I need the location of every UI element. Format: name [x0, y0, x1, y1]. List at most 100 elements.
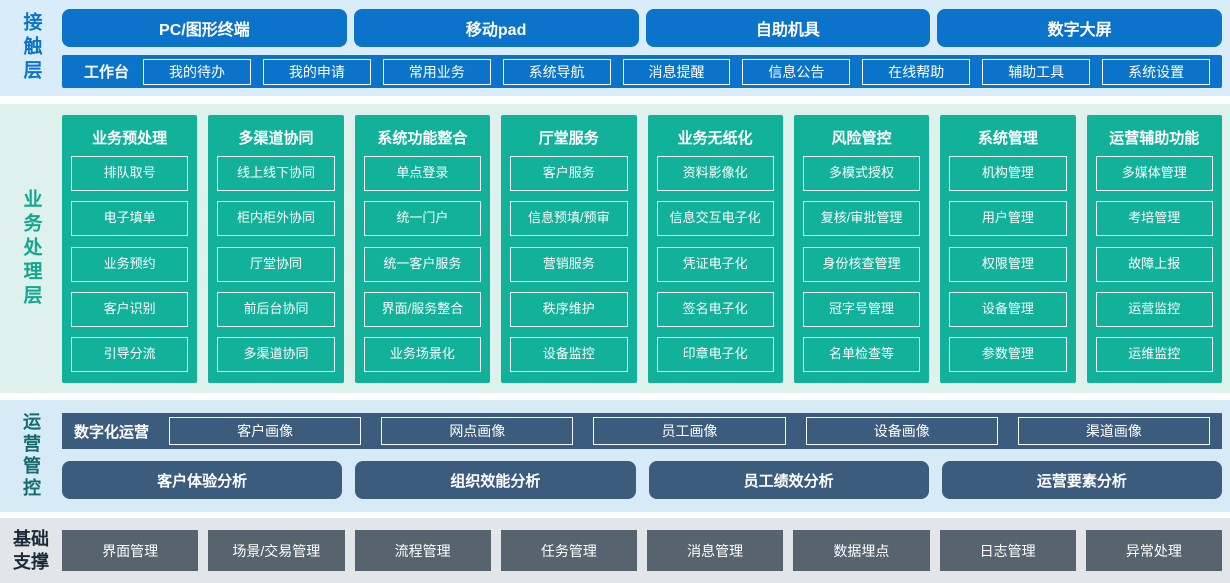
analysis-row: 客户体验分析 组织效能分析 员工绩效分析 运营要素分析: [62, 461, 1222, 499]
operations-layer-label: 运营管控: [21, 412, 41, 500]
workbench-item[interactable]: 辅助工具: [982, 58, 1091, 85]
foundation-button[interactable]: 日志管理: [939, 530, 1076, 571]
business-item[interactable]: 机构管理: [949, 156, 1067, 191]
business-item[interactable]: 资料影像化: [656, 156, 774, 191]
business-item[interactable]: 引导分流: [71, 337, 189, 372]
business-item[interactable]: 权限管理: [949, 246, 1067, 282]
business-item[interactable]: 印章电子化: [656, 337, 774, 372]
business-item[interactable]: 客户服务: [510, 156, 628, 191]
workbench-item[interactable]: 消息提醒: [622, 58, 731, 85]
analysis-button[interactable]: 客户体验分析: [62, 461, 343, 499]
workbench-item[interactable]: 系统设置: [1102, 58, 1211, 85]
terminal-button[interactable]: 数字大屏: [937, 9, 1222, 47]
workbench-item[interactable]: 在线帮助: [862, 58, 971, 85]
foundation-row: 界面管理 场景/交易管理 流程管理 任务管理 消息管理 数据埋点 日志管理 异常…: [62, 530, 1222, 571]
business-item[interactable]: 客户识别: [71, 291, 189, 327]
business-item[interactable]: 界面/服务整合: [363, 291, 482, 327]
workbench-item[interactable]: 信息公告: [742, 58, 851, 85]
operations-control-layer: 运营管控 数字化运营 客户画像 网点画像 员工画像 设备画像 渠道画像: [0, 400, 1230, 512]
business-column-title: 业务无纸化: [677, 130, 753, 147]
business-item[interactable]: 名单检查等: [802, 337, 921, 372]
business-item[interactable]: 冠字号管理: [802, 291, 921, 327]
foundation-support-layer: 基础支撑 界面管理 场景/交易管理 流程管理 任务管理 消息管理 数据埋点 日志…: [0, 518, 1230, 583]
business-item[interactable]: 单点登录: [363, 156, 482, 191]
foundation-button[interactable]: 界面管理: [62, 530, 199, 571]
digital-operations-bar: 数字化运营 客户画像 网点画像 员工画像 设备画像 渠道画像: [62, 413, 1222, 449]
contact-layer-label-column: 接触层: [0, 0, 62, 96]
workbench-item[interactable]: 系统导航: [502, 58, 611, 85]
business-column-items: 机构管理 用户管理 权限管理 设备管理 参数管理: [949, 156, 1067, 372]
business-item[interactable]: 秩序维护: [510, 291, 628, 327]
business-item[interactable]: 业务场景化: [363, 337, 482, 372]
terminal-button[interactable]: 自助机具: [645, 9, 931, 47]
business-column: 系统管理 机构管理 用户管理 权限管理 设备管理 参数管理: [940, 115, 1076, 383]
foundation-layer-content: 界面管理 场景/交易管理 流程管理 任务管理 消息管理 数据埋点 日志管理 异常…: [62, 518, 1230, 583]
foundation-button[interactable]: 场景/交易管理: [208, 530, 345, 571]
portrait-item[interactable]: 客户画像: [169, 417, 362, 445]
workbench-item[interactable]: 我的待办: [143, 58, 251, 85]
business-column-title: 系统功能整合: [377, 130, 468, 147]
business-item[interactable]: 前后台协同: [217, 291, 335, 327]
portrait-item[interactable]: 设备画像: [805, 417, 998, 445]
business-column-items: 单点登录 统一门户 统一客户服务 界面/服务整合 业务场景化: [363, 156, 482, 372]
foundation-button[interactable]: 异常处理: [1085, 530, 1222, 571]
business-item[interactable]: 故障上报: [1095, 246, 1213, 282]
business-item[interactable]: 参数管理: [949, 337, 1067, 372]
business-column: 业务无纸化 资料影像化 信息交互电子化 凭证电子化 签名电子化 印章电子化: [647, 115, 783, 383]
analysis-button[interactable]: 员工绩效分析: [648, 461, 929, 499]
section-divider: [0, 96, 1230, 104]
business-item[interactable]: 用户管理: [949, 201, 1067, 237]
business-item[interactable]: 营销服务: [510, 246, 628, 282]
business-item[interactable]: 设备管理: [949, 291, 1067, 327]
business-column: 厅堂服务 客户服务 信息预填/预审 营销服务 秩序维护 设备监控: [501, 115, 637, 383]
foundation-button[interactable]: 消息管理: [647, 530, 784, 571]
contact-layer-label: 接触层: [20, 12, 42, 84]
foundation-button[interactable]: 流程管理: [354, 530, 491, 571]
workbench-title: 工作台: [84, 64, 130, 81]
business-item[interactable]: 凭证电子化: [656, 246, 774, 282]
business-item[interactable]: 设备监控: [510, 337, 628, 372]
business-column-items: 客户服务 信息预填/预审 营销服务 秩序维护 设备监控: [510, 156, 628, 372]
business-column: 业务预处理 排队取号 电子填单 业务预约 客户识别 引导分流: [62, 115, 198, 383]
business-item[interactable]: 柜内柜外协同: [217, 201, 335, 237]
contact-layer-content: PC/图形终端 移动pad 自助机具 数字大屏 工作台 我的待办 我的申请 常用…: [62, 0, 1230, 96]
business-column-items: 线上线下协同 柜内柜外协同 厅堂协同 前后台协同 多渠道协同: [217, 156, 335, 372]
business-item[interactable]: 电子填单: [71, 201, 189, 237]
business-item[interactable]: 线上线下协同: [217, 156, 335, 191]
business-item[interactable]: 运营监控: [1095, 291, 1213, 327]
foundation-layer-label: 基础支撑: [13, 529, 49, 572]
workbench-item[interactable]: 我的申请: [262, 58, 371, 85]
business-column-title: 运营辅助功能: [1109, 130, 1200, 147]
business-item[interactable]: 运维监控: [1095, 337, 1213, 372]
business-item[interactable]: 复核/审批管理: [802, 201, 921, 237]
section-divider: [0, 512, 1230, 518]
business-item[interactable]: 多媒体管理: [1095, 156, 1213, 191]
business-column-title: 厅堂服务: [538, 130, 599, 147]
business-item[interactable]: 厅堂协同: [217, 246, 335, 282]
business-item[interactable]: 业务预约: [71, 246, 189, 282]
portrait-item[interactable]: 员工画像: [593, 417, 786, 445]
business-item[interactable]: 信息预填/预审: [510, 201, 628, 237]
workbench-item[interactable]: 常用业务: [382, 58, 491, 85]
foundation-button[interactable]: 数据埋点: [793, 530, 930, 571]
business-item[interactable]: 排队取号: [71, 156, 189, 191]
business-item[interactable]: 多模式授权: [802, 156, 921, 191]
terminal-button[interactable]: 移动pad: [353, 9, 639, 47]
foundation-button[interactable]: 任务管理: [500, 530, 637, 571]
business-item[interactable]: 身份核查管理: [802, 246, 921, 282]
portrait-item[interactable]: 网点画像: [381, 417, 574, 445]
business-item[interactable]: 签名电子化: [656, 291, 774, 327]
terminal-button[interactable]: PC/图形终端: [62, 9, 347, 47]
business-layer-label: 业务处理层: [20, 188, 42, 309]
foundation-layer-label-column: 基础支撑: [0, 518, 62, 583]
portrait-item[interactable]: 渠道画像: [1017, 417, 1211, 445]
business-item[interactable]: 考培管理: [1095, 201, 1213, 237]
business-item[interactable]: 信息交互电子化: [656, 201, 774, 237]
analysis-button[interactable]: 运营要素分析: [941, 461, 1222, 499]
business-item[interactable]: 统一门户: [363, 201, 482, 237]
business-column: 多渠道协同 线上线下协同 柜内柜外协同 厅堂协同 前后台协同 多渠道协同: [208, 115, 344, 383]
business-item[interactable]: 统一客户服务: [363, 246, 482, 282]
business-column-items: 排队取号 电子填单 业务预约 客户识别 引导分流: [71, 156, 189, 372]
business-item[interactable]: 多渠道协同: [217, 337, 335, 372]
analysis-button[interactable]: 组织效能分析: [355, 461, 636, 499]
